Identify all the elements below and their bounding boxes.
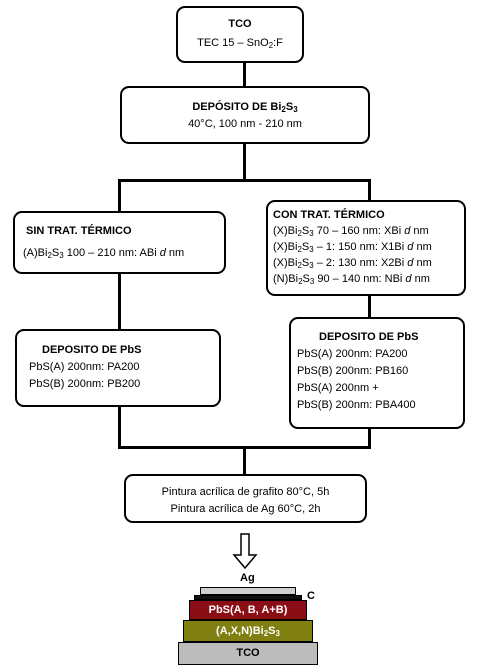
- connector-right-pbs-down: [368, 428, 371, 448]
- tco-line: TEC 15 – SnO2:F: [197, 37, 283, 50]
- sin-trat-title: SIN TRAT. TÉRMICO: [26, 225, 132, 237]
- hollow-down-arrow-icon: [232, 533, 258, 569]
- deposito-bi2s3-box: DEPÓSITO DE Bi2S3 40°C, 100 nm - 210 nm: [120, 86, 370, 144]
- pintura-box: Pintura acrílica de grafito 80°C, 5h Pin…: [124, 474, 367, 523]
- pbs-layer: PbS(A, B, A+B): [189, 600, 307, 620]
- tco-title: TCO: [228, 18, 252, 30]
- pbs-right-line: PbS(B) 200nm: PB160: [297, 365, 409, 377]
- ag-layer-label: Ag: [240, 572, 255, 584]
- pbs-right-box: DEPOSITO DE PbS PbS(A) 200nm: PA200 PbS(…: [289, 317, 465, 429]
- connector-left-trat-to-pbs: [118, 273, 121, 330]
- pintura-line: Pintura acrílica de grafito 80°C, 5h: [161, 486, 330, 498]
- connector-split-right: [368, 179, 371, 201]
- connector-split-left: [118, 179, 121, 212]
- tco-box: TCO TEC 15 – SnO2:F: [176, 6, 304, 63]
- pbs-left-title: DEPOSITO DE PbS: [42, 344, 142, 356]
- sin-trat-termico-box: SIN TRAT. TÉRMICO (A)Bi2S3 100 – 210 nm:…: [13, 211, 226, 274]
- pbs-right-line: PbS(A) 200nm: PA200: [297, 348, 408, 360]
- connector-left-pbs-down: [118, 406, 121, 448]
- tco-layer: TCO: [178, 642, 318, 665]
- pbs-right-line: PbS(B) 200nm: PBA400: [297, 399, 416, 411]
- c-layer-label: C: [307, 590, 315, 602]
- bi2s3-layer-label: (A,X,N)Bi2S3: [216, 625, 280, 638]
- connector-tco-to-bi2s3: [243, 61, 246, 87]
- connector-right-trat-to-pbs: [368, 295, 371, 318]
- con-trat-row: (X)Bi2S3 – 1: 150 nm: X1Bi d nm: [273, 241, 432, 254]
- ag-layer: [200, 587, 296, 595]
- pbs-left-box: DEPOSITO DE PbS PbS(A) 200nm: PA200 PbS(…: [15, 329, 221, 407]
- con-trat-title: CON TRAT. TÉRMICO: [273, 209, 385, 221]
- pbs-right-title: DEPOSITO DE PbS: [319, 331, 419, 343]
- con-trat-row: (X)Bi2S3 70 – 160 nm: XBi d nm: [273, 225, 429, 238]
- pbs-left-line: PbS(A) 200nm: PA200: [29, 361, 140, 373]
- pbs-right-line: PbS(A) 200nm +: [297, 382, 379, 394]
- deposito-bi2s3-title: DEPÓSITO DE Bi2S3: [192, 101, 298, 114]
- sin-trat-line: (A)Bi2S3 100 – 210 nm: ABi d nm: [23, 247, 185, 260]
- device-stack: Ag C PbS(A, B, A+B) (A,X,N)Bi2S3 TCO: [170, 570, 320, 665]
- deposito-bi2s3-conditions: 40°C, 100 nm - 210 nm: [188, 118, 302, 130]
- c-layer: [194, 595, 302, 600]
- con-trat-termico-box: CON TRAT. TÉRMICO (X)Bi2S3 70 – 160 nm: …: [266, 200, 466, 296]
- connector-split-horizontal: [118, 179, 371, 182]
- bi2s3-layer: (A,X,N)Bi2S3: [183, 620, 313, 642]
- con-trat-row: (N)Bi2S3 90 – 140 nm: NBi d nm: [273, 273, 430, 286]
- connector-bi2s3-stem: [243, 143, 246, 181]
- con-trat-row: (X)Bi2S3 – 2: 130 nm: X2Bi d nm: [273, 257, 432, 270]
- pintura-line: Pintura acrílica de Ag 60°C, 2h: [170, 503, 321, 515]
- tco-layer-label: TCO: [236, 647, 260, 659]
- connector-merge-to-pintura: [243, 446, 246, 475]
- pbs-left-line: PbS(B) 200nm: PB200: [29, 378, 141, 390]
- pbs-layer-label: PbS(A, B, A+B): [208, 604, 288, 616]
